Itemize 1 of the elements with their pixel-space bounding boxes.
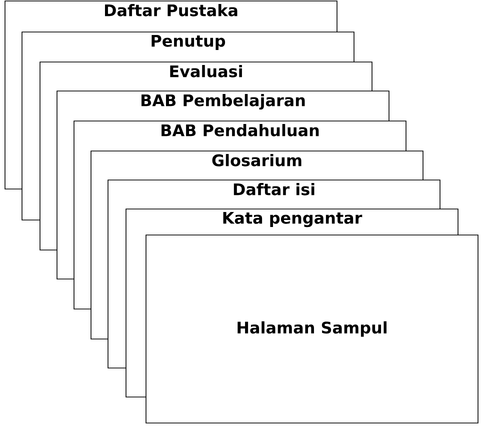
page-box: Halaman Sampul — [146, 234, 478, 424]
